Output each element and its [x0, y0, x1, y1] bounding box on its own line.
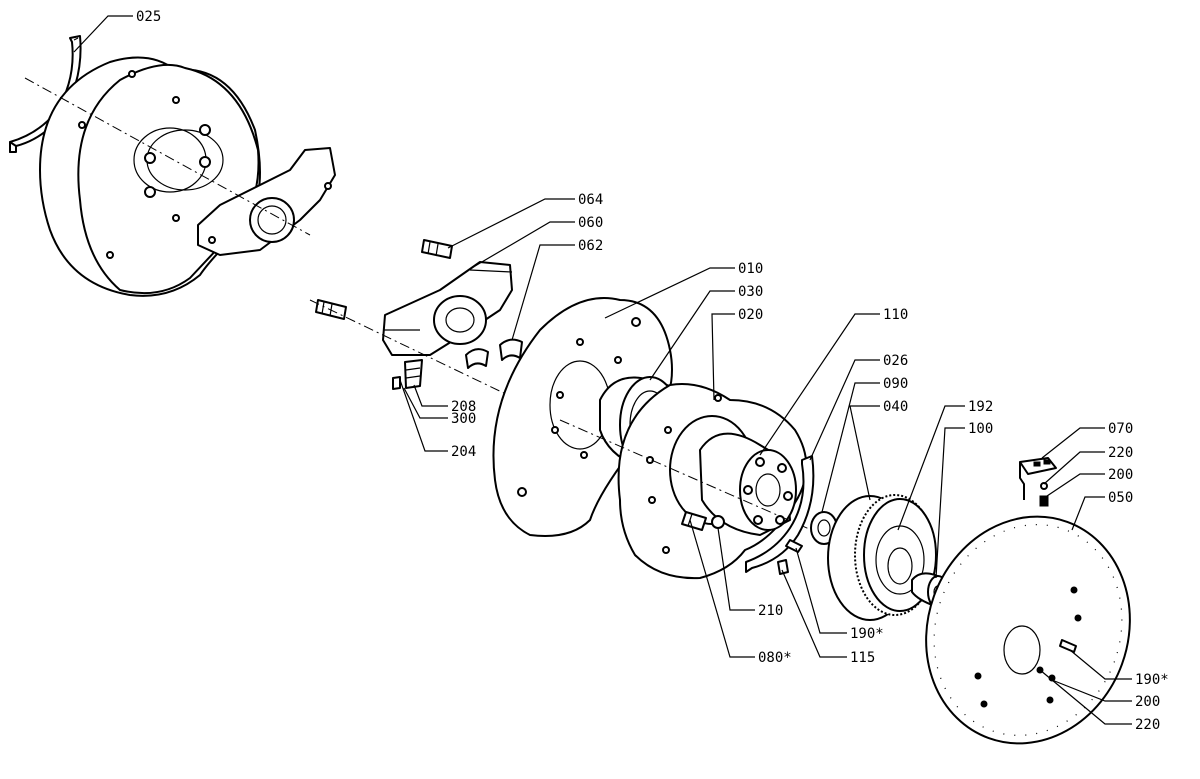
label-204: 204: [451, 444, 476, 460]
part-back-bracket: [197, 147, 336, 256]
label-220-top: 220: [1108, 445, 1133, 461]
label-190-right: 190*: [1135, 672, 1169, 688]
label-115: 115: [850, 650, 875, 666]
label-070: 070: [1108, 421, 1133, 437]
part-060-bracket: [382, 261, 513, 356]
label-026: 026: [883, 353, 908, 369]
leader-lines: [73, 15, 1132, 725]
label-190-lower: 190*: [850, 626, 884, 642]
part-026-curved-rail: [745, 455, 815, 573]
part-010-plate: [492, 297, 673, 537]
part-110-shaft: [699, 432, 797, 536]
part-070-bracket: [1019, 457, 1057, 507]
label-090: 090: [883, 376, 908, 392]
label-300: 300: [451, 411, 476, 427]
part-115-screw: [777, 539, 803, 575]
part-210-nut: [711, 515, 725, 529]
label-200-top: 200: [1108, 467, 1133, 483]
label-110: 110: [883, 307, 908, 323]
part-208-screw: [392, 359, 423, 390]
label-050: 050: [1108, 490, 1133, 506]
label-210: 210: [758, 603, 783, 619]
label-208: 208: [451, 399, 476, 415]
part-050-dial: [925, 515, 1131, 745]
label-020: 020: [738, 307, 763, 323]
label-192: 192: [968, 399, 993, 415]
label-060: 060: [578, 215, 603, 231]
label-080: 080*: [758, 650, 792, 666]
part-064-pin: [315, 239, 453, 320]
label-100: 100: [968, 421, 993, 437]
label-062: 062: [578, 238, 603, 254]
part-labels: 025 064 060 062 010 030 020 110 026 090 …: [136, 9, 1169, 733]
label-025: 025: [136, 9, 161, 25]
part-080-pin: [681, 511, 707, 531]
label-010: 010: [738, 261, 763, 277]
label-040: 040: [883, 399, 908, 415]
label-200-bottom: 200: [1135, 694, 1160, 710]
label-064: 064: [578, 192, 603, 208]
label-030: 030: [738, 284, 763, 300]
part-back-plate: [39, 56, 261, 297]
part-040-gear: [827, 494, 937, 621]
part-062-clip: [465, 338, 523, 369]
label-220-bottom: 220: [1135, 717, 1160, 733]
